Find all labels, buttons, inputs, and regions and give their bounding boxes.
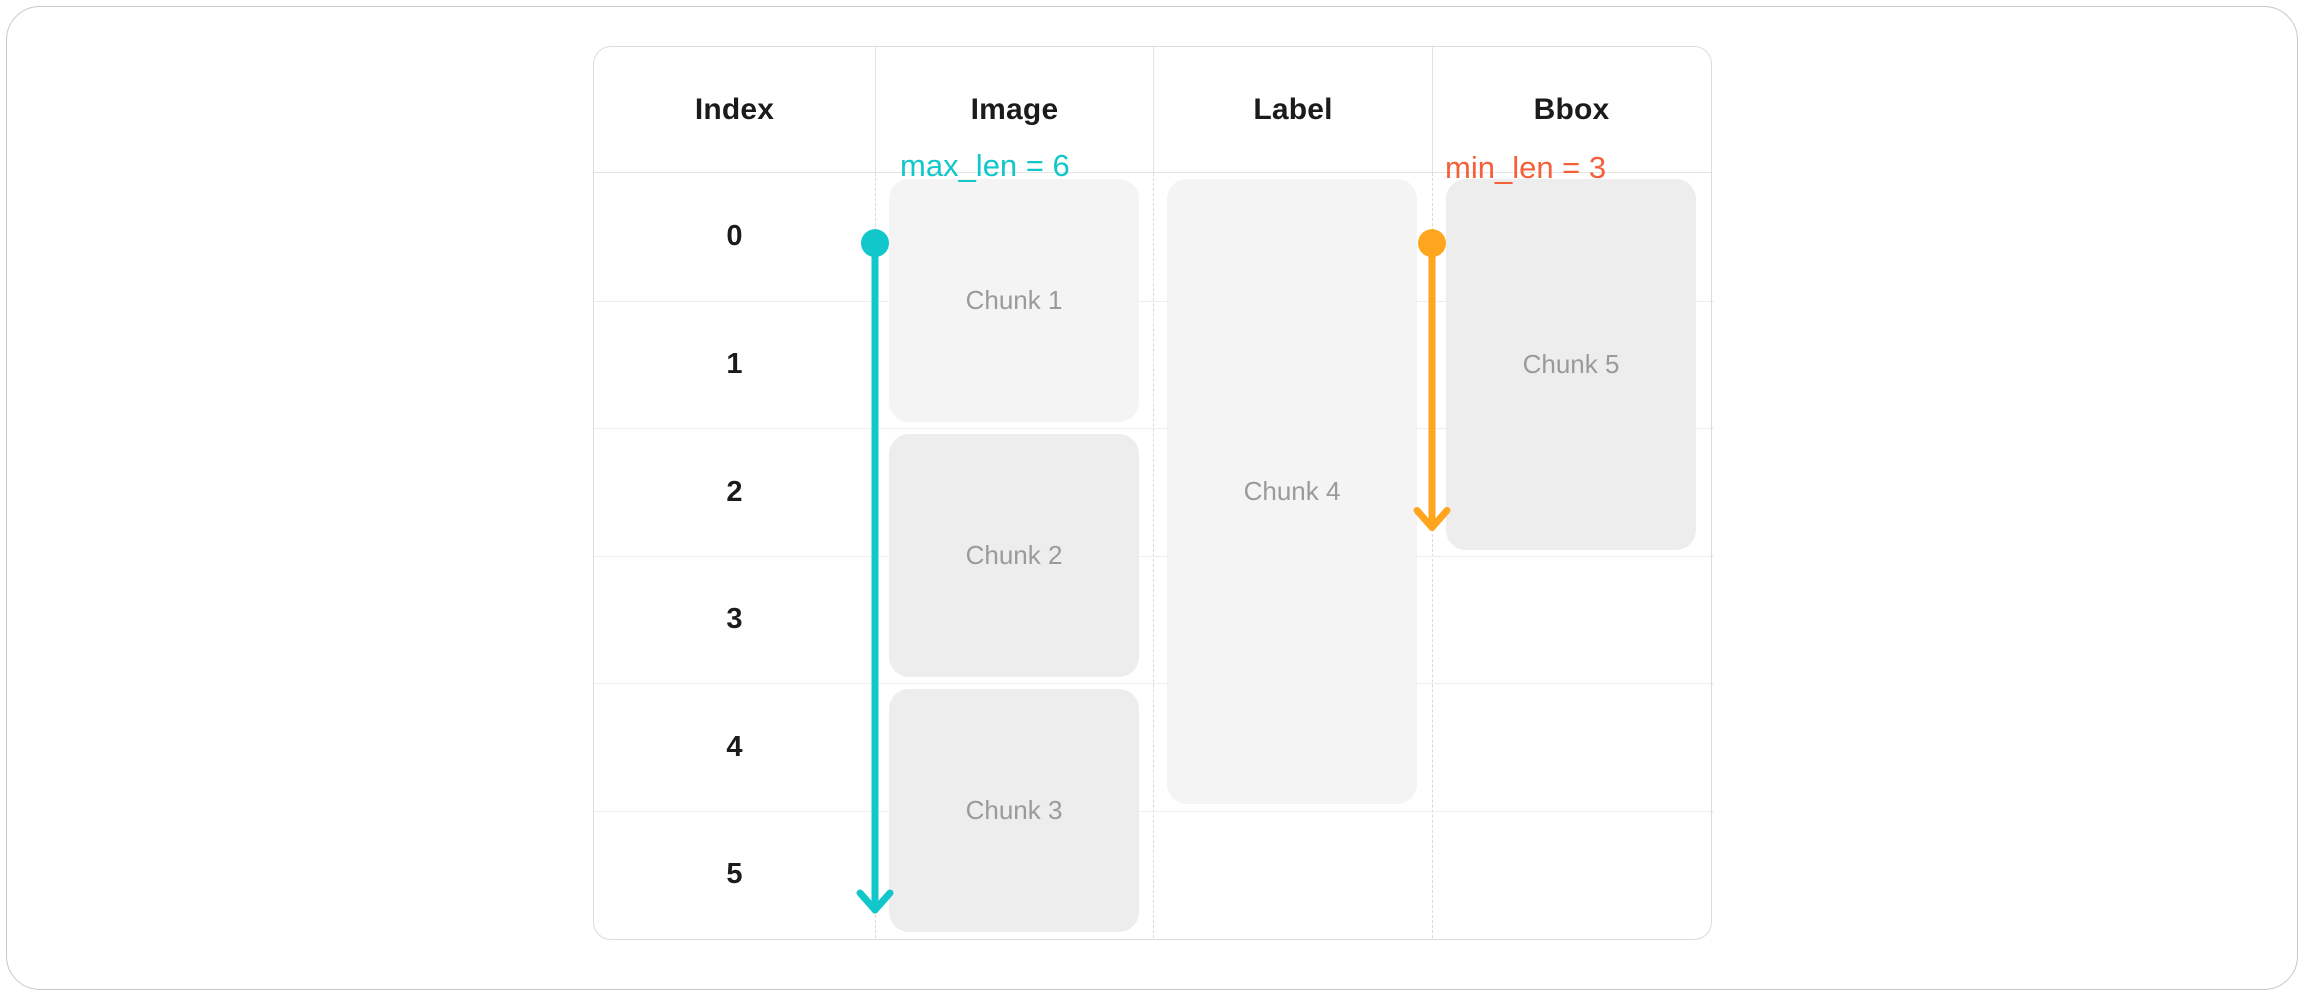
column-header-index[interactable]: Index	[594, 47, 875, 172]
data-table-card: Index Image Label Bbox	[593, 46, 1713, 940]
index-cell: 5	[726, 858, 743, 891]
chunk-block-image-3[interactable]: Chunk 3	[889, 689, 1139, 932]
column-header-label-label: Label	[1253, 92, 1333, 126]
table-row[interactable]: 5	[594, 810, 1711, 939]
column-header-image[interactable]: Image	[875, 47, 1153, 172]
index-cell: 4	[726, 730, 743, 763]
index-cell: 1	[726, 348, 743, 381]
chunk-block-label: Chunk 5	[1522, 349, 1620, 379]
chunk-block-label: Chunk 1	[965, 285, 1063, 315]
table-row[interactable]: 4	[594, 683, 1711, 811]
table-row[interactable]: 1	[594, 300, 1711, 429]
index-cell: 3	[726, 603, 743, 636]
chunk-block-bbox-5[interactable]: Chunk 5	[1446, 179, 1696, 550]
column-header-bbox-label: Bbox	[1533, 92, 1610, 126]
chunk-block-label-4[interactable]: Chunk 4	[1167, 179, 1417, 804]
chunk-block-label: Chunk 3	[965, 795, 1063, 825]
table-header-row: Index Image Label Bbox	[594, 47, 1711, 173]
min-len-annotation-label: min_len = 3	[1445, 150, 1607, 185]
index-cell: 0	[726, 220, 743, 253]
table-body: 0 1 2 3 4 5 Chunk 1 Chunk 2	[594, 173, 1713, 939]
table-row[interactable]: 0	[594, 173, 1711, 301]
column-header-label[interactable]: Label	[1153, 47, 1432, 172]
table-row[interactable]: 2	[594, 428, 1711, 556]
column-header-index-label: Index	[694, 92, 775, 126]
column-header-bbox[interactable]: Bbox	[1432, 47, 1710, 172]
chunk-block-label: Chunk 2	[965, 540, 1063, 570]
column-header-image-label: Image	[970, 92, 1059, 126]
max-len-annotation-label: max_len = 6	[900, 148, 1070, 183]
table-row[interactable]: 3	[594, 555, 1711, 684]
chunk-block-image-2[interactable]: Chunk 2	[889, 434, 1139, 677]
chunk-block-label: Chunk 4	[1243, 476, 1341, 506]
chunk-block-image-1[interactable]: Chunk 1	[889, 179, 1139, 422]
index-cell: 2	[726, 475, 743, 508]
